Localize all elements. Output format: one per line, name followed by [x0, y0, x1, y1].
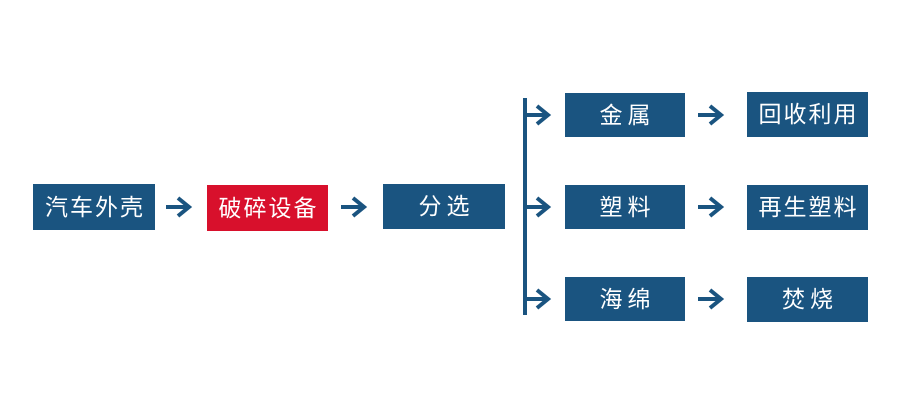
arrow-right-icon [525, 196, 552, 218]
node-recycle-use: 回收利用 [747, 92, 868, 137]
node-car-shell: 汽车外壳 [33, 184, 155, 230]
node-incineration: 焚烧 [747, 277, 868, 322]
arrow-right-icon [698, 288, 725, 310]
arrow-right-icon [166, 196, 193, 218]
node-recycled-plastic: 再生塑料 [747, 185, 868, 230]
node-crusher: 破碎设备 [207, 185, 328, 231]
arrow-right-icon [525, 288, 552, 310]
arrow-right-icon [698, 104, 725, 126]
node-metal: 金属 [565, 93, 685, 137]
node-sorting: 分选 [383, 184, 505, 229]
arrow-right-icon [698, 196, 725, 218]
node-plastic: 塑料 [565, 185, 685, 229]
node-sponge: 海绵 [565, 277, 685, 321]
arrow-right-icon [525, 104, 552, 126]
arrow-right-icon [341, 196, 368, 218]
